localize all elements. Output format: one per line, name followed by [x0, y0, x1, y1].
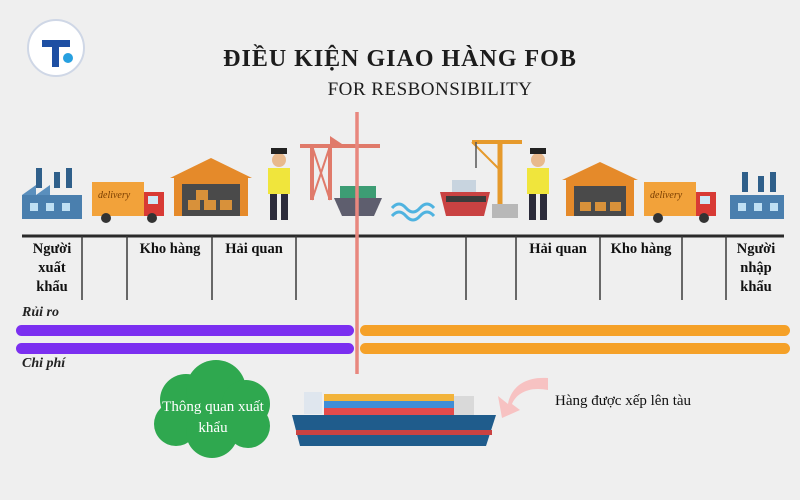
wave-icon	[390, 202, 436, 222]
customs-officer-icon-left	[268, 148, 290, 220]
page-subtitle: FOR RESBONSIBILITY	[327, 79, 533, 100]
cost-label: Chi phí	[22, 356, 66, 371]
column-warehouse-right: Kho hàng	[610, 241, 672, 257]
customs-officer-icon-right	[527, 148, 549, 220]
export-clearance-text: Thông quan xuất khẩu	[162, 399, 264, 436]
factory-icon-left	[22, 168, 82, 219]
column-customs-right: Hải quan	[529, 241, 587, 257]
timeline-ticks	[81, 236, 727, 300]
delivery-truck-icon-right	[644, 182, 716, 223]
column-customs-left: Hải quan	[225, 241, 283, 257]
cargo-ship-icon-right	[440, 180, 490, 216]
container-ship-icon	[292, 392, 496, 446]
port-crane-icon-left	[300, 136, 380, 201]
warehouse-icon-right	[562, 162, 638, 216]
risk-label: Rủi ro	[22, 305, 59, 320]
column-warehouse-left: Kho hàng	[139, 241, 201, 257]
column-exporter: Người xuất khẩu	[32, 241, 72, 295]
cost-bar-seller	[16, 343, 354, 354]
column-importer: Người nhập khẩu	[736, 241, 776, 295]
risk-bar-buyer	[360, 325, 790, 336]
warehouse-icon-left	[170, 158, 252, 216]
logo-t-icon	[42, 40, 70, 67]
company-logo	[27, 19, 85, 77]
risk-bar-seller	[16, 325, 354, 336]
cloud-shape	[154, 360, 270, 458]
factory-icon-right	[730, 172, 784, 219]
truck-label-left: delivery	[98, 190, 131, 201]
loading-note: Hàng được xếp lên tàu	[555, 393, 692, 409]
curved-arrow-icon	[498, 377, 548, 418]
page-title: ĐIỀU KIỆN GIAO HÀNG FOB	[223, 46, 577, 72]
truck-label-right: delivery	[650, 190, 683, 201]
port-crane-icon-right	[471, 140, 522, 218]
delivery-truck-icon-left	[92, 182, 164, 223]
cost-bar-buyer	[360, 343, 790, 354]
